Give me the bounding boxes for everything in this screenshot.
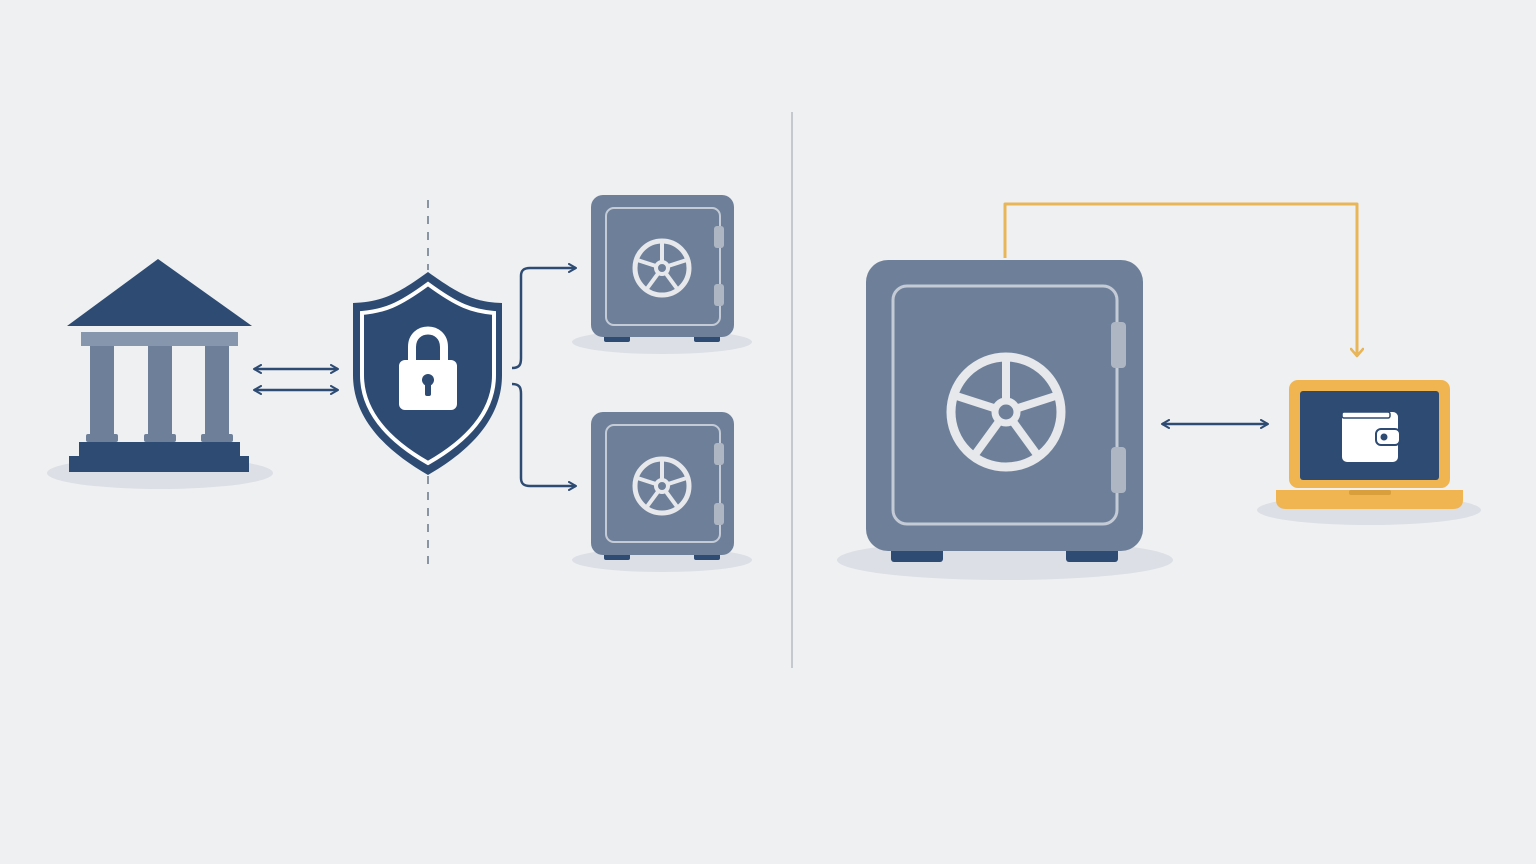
elbow-arrow-vault-laptop — [1003, 202, 1357, 356]
vault-wheel-icon — [632, 238, 692, 298]
branch-arrows-shield-vaults — [511, 263, 577, 491]
vault-wheel-icon — [632, 456, 692, 516]
bank-building-icon — [47, 259, 273, 489]
vault-safe-icon — [572, 412, 752, 572]
vault-safe-icon — [572, 195, 752, 354]
right-panel — [837, 202, 1481, 580]
left-panel — [47, 195, 752, 572]
shield-lock-icon — [353, 272, 502, 475]
wallet-icon — [1341, 411, 1401, 462]
bidirectional-arrows-bank-shield — [253, 364, 339, 395]
large-vault-safe-icon — [837, 260, 1173, 580]
large-vault-wheel-icon — [946, 352, 1066, 472]
laptop-wallet-icon — [1257, 380, 1481, 525]
